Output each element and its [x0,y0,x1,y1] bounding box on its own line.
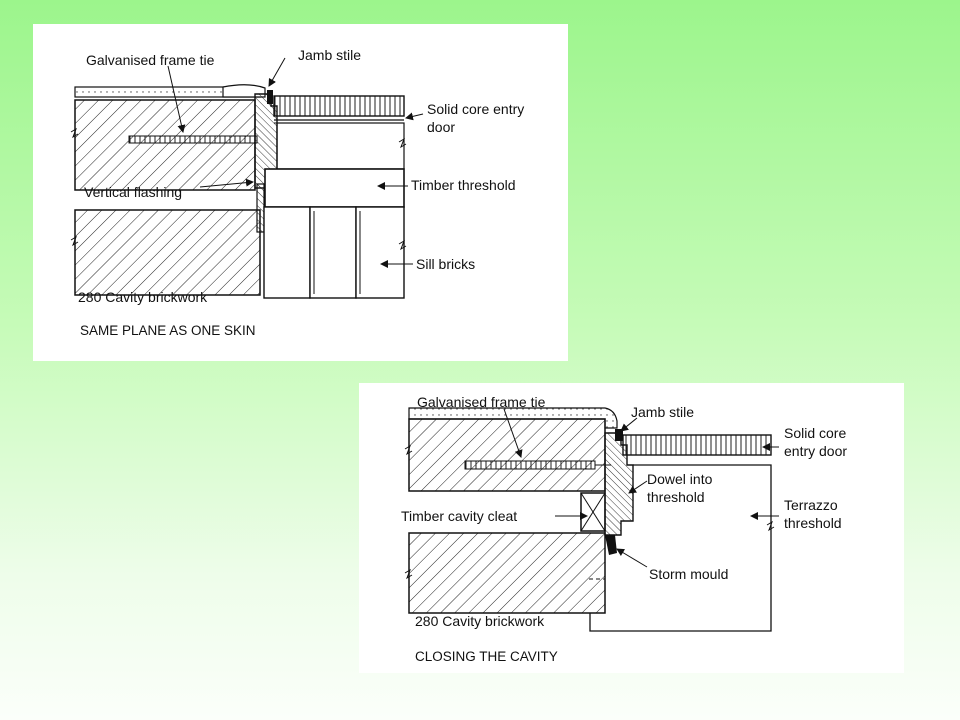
lower-brick-skin [408,532,606,614]
door-leaf [273,95,405,117]
label-terrazzo-line2: threshold [784,515,842,531]
sill-brick-2 [309,206,357,299]
upper-brick-skin [74,99,256,191]
lower-brick-skin [74,209,261,296]
detail-same-plane-panel: Galvanised frame tie Jamb stile Solid co… [33,24,568,361]
label-solid-core-door-line2: entry door [784,443,847,459]
vertical-flashing [256,183,265,233]
label-timber-threshold: Timber threshold [411,177,516,193]
label-galvanised-frame-tie: Galvanised frame tie [417,394,546,410]
label-solid-core-door-line2: door [427,119,455,135]
label-solid-core-door-line1: Solid core [784,425,846,441]
label-vertical-flashing: Vertical flashing [84,184,182,200]
label-sill-bricks: Sill bricks [416,256,475,272]
floor-outline [276,122,405,170]
detail-closing-cavity-panel: Galvanised frame tie Jamb stile Solid co… [359,383,904,673]
detail-closing-cavity-drawing: Galvanised frame tie Jamb stile Solid co… [401,394,847,664]
label-storm-mould: Storm mould [649,566,728,582]
galvanised-frame-tie [128,135,258,144]
label-cavity-brickwork: 280 Cavity brickwork [78,289,208,305]
timber-threshold [264,168,405,208]
label-cavity-brickwork: 280 Cavity brickwork [415,613,545,629]
label-dowel-line2: threshold [647,489,705,505]
upper-brick-skin [408,418,606,492]
sill-brick-1 [263,206,311,299]
label-solid-core-door-line1: Solid core entry [427,101,524,117]
label-galvanised-frame-tie: Galvanised frame tie [86,52,215,68]
terrazzo-threshold [589,464,772,632]
label-dowel-line1: Dowel into [647,471,713,487]
caption-closing-cavity: CLOSING THE CAVITY [415,649,558,664]
caption-same-plane: SAME PLANE AS ONE SKIN [80,323,256,338]
label-jamb-stile: Jamb stile [298,47,361,63]
galvanised-frame-tie [464,460,596,470]
label-jamb-stile: Jamb stile [631,404,694,420]
label-terrazzo-line1: Terrazzo [784,497,838,513]
label-timber-cavity-cleat: Timber cavity cleat [401,508,517,524]
door-leaf [622,434,772,456]
sill-brick-3 [355,206,405,299]
detail-same-plane-drawing: Galvanised frame tie Jamb stile Solid co… [70,47,524,338]
storm-mould [605,535,617,555]
